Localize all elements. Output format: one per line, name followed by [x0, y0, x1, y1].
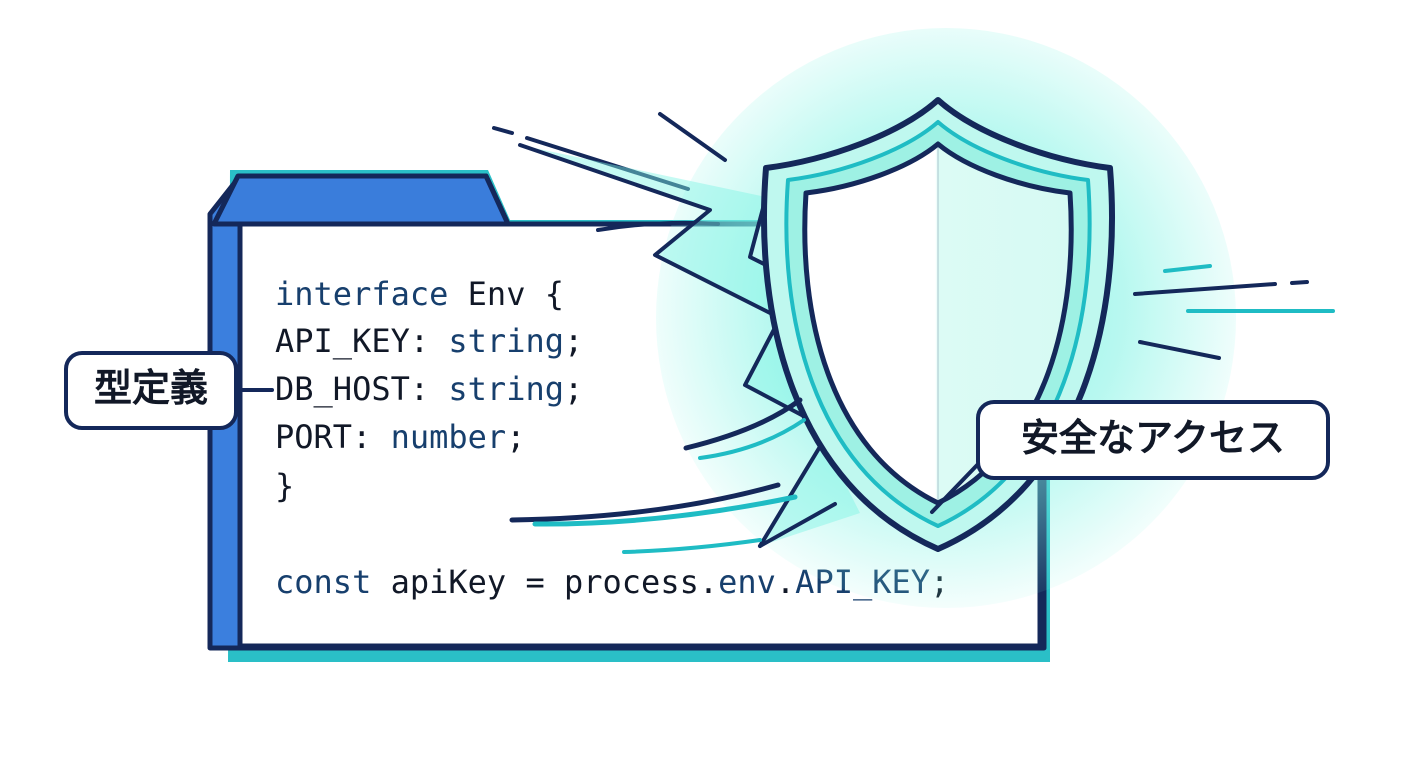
code-rest: apiKey = process. — [371, 563, 718, 601]
code-interface-name: Env { — [448, 275, 564, 313]
code-punct-1: ; — [564, 322, 583, 360]
code-type-string-2: string — [429, 370, 564, 408]
motion-lines-left — [492, 112, 727, 232]
code-env: env — [718, 563, 776, 601]
code-punct-3: ; — [506, 418, 525, 456]
folder-tab — [211, 173, 511, 227]
code-dot: . — [776, 563, 795, 601]
motion-swooshes — [509, 397, 837, 554]
code-line-3: DB_HOST: string; — [275, 370, 583, 408]
code-type-string-1: string — [429, 322, 564, 360]
code-line-6: const apiKey = process.env.API_KEY; — [275, 563, 949, 601]
safe-access-box — [976, 400, 1330, 480]
type-definition-box — [64, 351, 238, 430]
code-type-number: number — [371, 418, 506, 456]
code-line-5: } — [275, 467, 294, 505]
code-line-2: API_KEY: string; — [275, 322, 583, 360]
code-punct-2: ; — [564, 370, 583, 408]
code-block: interface Env { API_KEY: string; DB_HOST… — [275, 275, 949, 601]
code-line-4: PORT: number; — [275, 418, 525, 456]
safe-access-text: 安全なアクセス — [1021, 416, 1285, 460]
type-definition-text: 型定義 — [94, 366, 208, 410]
code-keyword-interface: interface — [275, 275, 448, 313]
code-key-port: PORT: — [275, 418, 371, 456]
code-keyword-const: const — [275, 563, 371, 601]
code-key-db-host: DB_HOST: — [275, 370, 429, 408]
type-definition-label: 型定義 — [64, 351, 274, 430]
safe-access-connector — [930, 458, 984, 514]
code-key-api-key: API_KEY: — [275, 322, 429, 360]
code-line-1: interface Env { — [275, 275, 564, 313]
safe-access-label: 安全なアクセス — [976, 400, 1330, 480]
motion-lines-right — [1133, 264, 1335, 360]
